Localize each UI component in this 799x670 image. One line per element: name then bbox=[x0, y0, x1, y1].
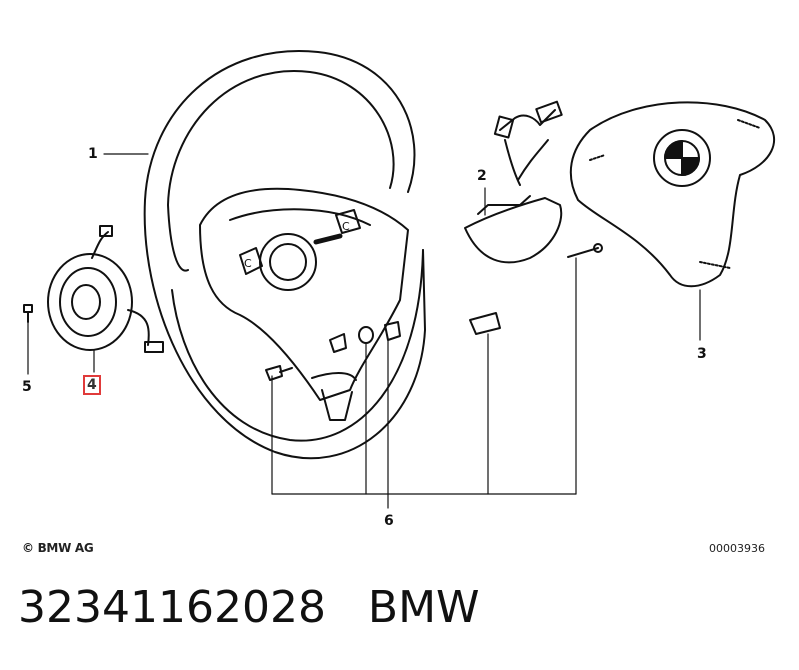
contact-plate-harness bbox=[464, 100, 563, 264]
callout-1: 1 bbox=[88, 146, 98, 162]
part-number: 32341162028 bbox=[18, 582, 326, 633]
document-number: 00003936 bbox=[709, 542, 765, 555]
copyright-label: © BMW AG bbox=[22, 541, 94, 555]
steering-wheel-parts-diagram: C C bbox=[23, 50, 776, 509]
callout-5: 5 bbox=[22, 379, 32, 395]
slip-ring bbox=[47, 225, 164, 353]
callout-3: 3 bbox=[697, 346, 707, 362]
svg-text:C: C bbox=[244, 257, 252, 270]
svg-text:C: C bbox=[342, 220, 350, 233]
leader-lines bbox=[27, 153, 701, 509]
screw-5 bbox=[23, 304, 33, 323]
brand-name: BMW bbox=[367, 582, 480, 633]
part-caption: 32341162028 BMW bbox=[18, 582, 480, 633]
horn-cover bbox=[569, 101, 776, 288]
steering-wheel: C C bbox=[143, 50, 426, 460]
fastener-parts bbox=[265, 243, 603, 381]
callout-2: 2 bbox=[477, 168, 487, 184]
callout-4: 4 bbox=[83, 375, 101, 395]
callout-6: 6 bbox=[384, 513, 394, 529]
